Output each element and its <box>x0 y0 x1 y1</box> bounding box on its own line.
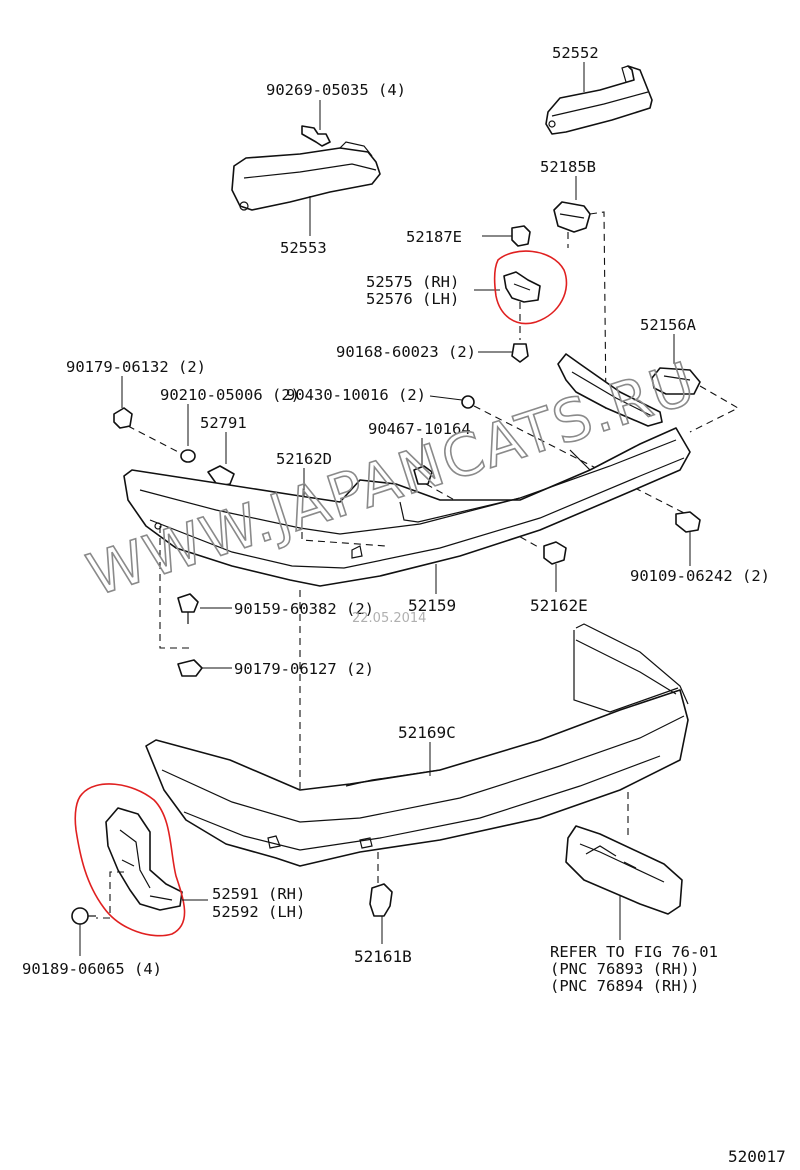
bracket-52185B[interactable] <box>553 201 591 233</box>
reinforcement-52159[interactable] <box>123 427 691 587</box>
part-52552-extension[interactable] <box>545 65 653 135</box>
washer-90430-10016[interactable] <box>461 395 475 409</box>
label-90430-10016: 90430-10016 (2) <box>286 386 426 404</box>
label-90210-05006: 90210-05006 (2) <box>160 386 300 404</box>
clip-52161B[interactable] <box>369 883 393 917</box>
label-90189-06065: 90189-06065 (4) <box>22 960 162 978</box>
washer-90210-05006[interactable] <box>180 449 196 463</box>
nut-90179-06127[interactable] <box>177 659 203 677</box>
bolt-90159-60382[interactable] <box>177 593 199 624</box>
dash-90179-06132 <box>127 425 187 457</box>
bolt-90168-60023[interactable] <box>511 343 529 363</box>
figure-number: 520017 <box>728 1147 786 1166</box>
bolt-90109-06242[interactable] <box>675 511 701 533</box>
refer-line2: (PNC 76893 (RH)) <box>550 960 699 978</box>
clip-52162E[interactable] <box>543 541 567 565</box>
dash-left-vertical <box>159 526 194 649</box>
clip-90467-10164[interactable] <box>413 465 433 485</box>
side-bracket-52591-52592[interactable] <box>105 807 183 911</box>
label-52591: 52591 (RH) <box>212 885 305 903</box>
refer-line1: REFER TO FIG 76-01 <box>550 943 718 961</box>
leader-90430 <box>429 395 463 401</box>
part-52553-extension[interactable] <box>231 141 381 211</box>
label-90179-06127: 90179-06127 (2) <box>234 660 374 678</box>
dash-52156A <box>689 385 740 433</box>
label-52187E: 52187E <box>406 228 462 246</box>
label-52553: 52553 <box>280 239 327 257</box>
red-highlight-52591 <box>74 783 186 937</box>
label-52185B: 52185B <box>540 158 596 176</box>
label-52156A: 52156A <box>640 316 697 334</box>
label-52162D: 52162D <box>276 450 332 468</box>
dash-52185B-down <box>589 211 607 411</box>
dash-90430 <box>473 405 691 517</box>
red-highlight-52575 <box>493 250 568 325</box>
label-52791: 52791 <box>200 414 247 432</box>
label-52592: 52592 (LH) <box>212 903 305 921</box>
bolt-90269-05035[interactable] <box>301 125 331 147</box>
reflector-76893-76894[interactable] <box>565 825 683 915</box>
label-52161B: 52161B <box>354 947 412 966</box>
label-90159-60382: 90159-60382 (2) <box>234 600 374 618</box>
label-52169C: 52169C <box>398 723 456 742</box>
dash-52591-bolt <box>96 871 124 919</box>
watermark-date: 22.05.2014 <box>352 611 426 626</box>
retainer-52156A[interactable] <box>651 367 701 395</box>
label-52575: 52575 (RH) <box>366 273 459 291</box>
label-90109-06242: 90109-06242 (2) <box>630 567 770 585</box>
label-90179-06132: 90179-06132 (2) <box>66 358 206 376</box>
label-52552: 52552 <box>552 44 599 62</box>
dash-52162D <box>301 520 387 547</box>
retainer-52575-52576[interactable] <box>503 271 541 303</box>
label-52162E: 52162E <box>530 596 588 615</box>
refer-line3: (PNC 76894 (RH)) <box>550 977 699 995</box>
label-90168-60023: 90168-60023 (2) <box>336 343 476 361</box>
side-bracket-right[interactable] <box>557 353 663 427</box>
bolt-90189-06065[interactable] <box>71 907 96 925</box>
clip-52187E[interactable] <box>511 225 531 247</box>
nut-90179-06132[interactable] <box>113 407 133 429</box>
bumper-cover-52169C[interactable] <box>145 623 689 867</box>
label-52576: 52576 (LH) <box>366 290 459 308</box>
label-90269-05035: 90269-05035 (4) <box>266 81 406 99</box>
label-90467-10164: 90467-10164 <box>368 420 471 438</box>
label-52159: 52159 <box>408 596 456 615</box>
